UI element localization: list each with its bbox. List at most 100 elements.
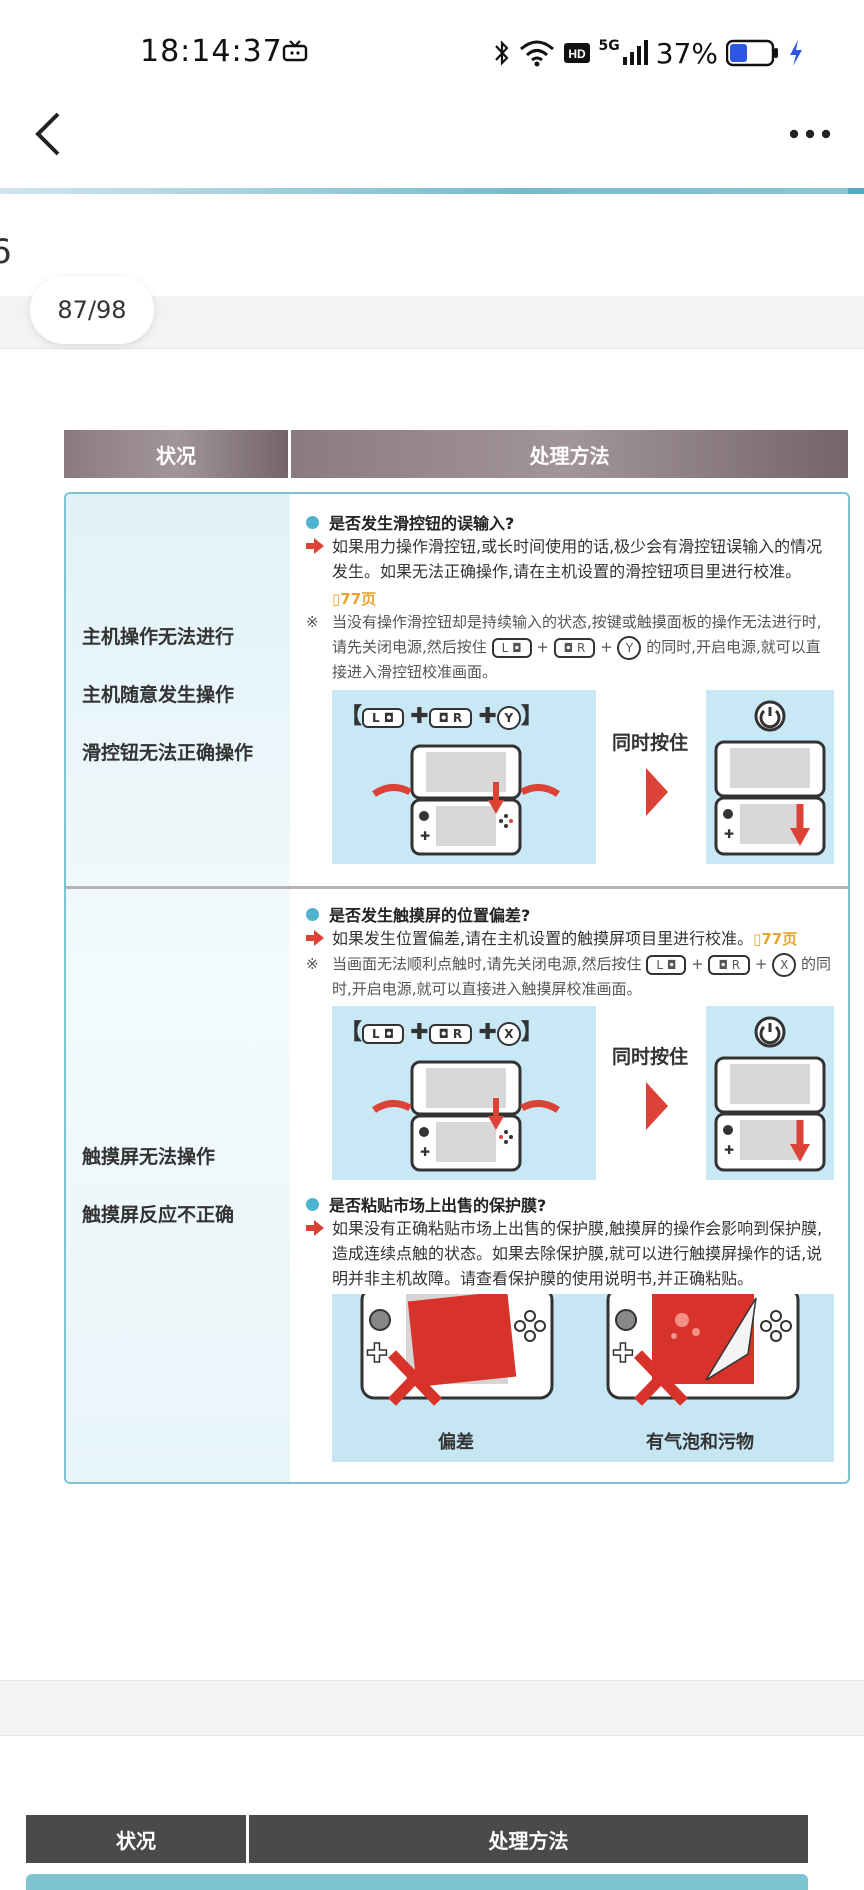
note-paragraph: ※ 当没有操作滑控钮却是持续输入的状态,按键或触摸面板的操作无法进行时,请先关闭… <box>306 610 834 685</box>
answer-text: 如果发生位置偏差,请在主机设置的触摸屏项目里进行校准。 <box>332 929 754 948</box>
console-icon: ✚ <box>372 1060 560 1172</box>
header-condition: 状况 <box>64 430 291 478</box>
answer-paragraph: 如果发生位置偏差,请在主机设置的触摸屏项目里进行校准。▯77页 <box>306 926 834 952</box>
table-header: 状况 处理方法 <box>64 430 848 478</box>
header-solution: 处理方法 <box>249 1815 808 1863</box>
condition-text: 触摸屏反应不正确 <box>82 1204 235 1226</box>
battery-icon <box>726 39 778 67</box>
y-button-icon: Y <box>496 706 521 730</box>
bullet-dot-icon <box>306 515 319 529</box>
caption-misaligned: 偏差 <box>438 1432 474 1453</box>
r-button-icon: ◘ R <box>708 954 751 975</box>
l-button-icon: L ◘ <box>491 637 532 658</box>
bubbled-film-icon: ✚ <box>606 1294 800 1406</box>
battery-percent: 37% <box>655 36 718 70</box>
svg-text:✚: ✚ <box>724 1143 734 1157</box>
red-arrow-icon <box>306 538 324 554</box>
condition-text: 触摸屏无法操作 <box>82 1146 216 1168</box>
document-page: 状况 处理方法 主机操作无法进行 主机随意发生操作 滑控钮无法正确操作 是否发生… <box>0 350 864 1680</box>
hold-label: 同时按住 <box>612 732 689 754</box>
condition-text: 主机操作无法进行 <box>82 626 235 648</box>
page-reference: ▯77页 <box>332 590 377 608</box>
tv-icon <box>282 40 308 62</box>
bluetooth-icon <box>494 40 509 66</box>
x-button-icon: X <box>772 952 797 977</box>
button-combo: 【L ◘ ✚◘ R ✚Y】 <box>340 704 543 730</box>
note-paragraph: ※ 当画面无法顺利点触时,请先关闭电源,然后按住 L ◘ + ◘ R + X 的… <box>306 952 834 1002</box>
r-button-icon: ◘ R <box>428 708 473 728</box>
wifi-icon <box>519 40 554 67</box>
answer-paragraph: 如果没有正确粘贴市场上出售的保护膜,触摸屏的操作会影响到保护膜,造成连续点触的状… <box>306 1216 834 1291</box>
svg-text:✚: ✚ <box>612 1339 634 1369</box>
note-text: 当没有操作滑控钮却是持续输入的状态,按键或触摸面板的操作无法进行时,请先关闭电源… <box>332 613 822 656</box>
r-button-icon: ◘ R <box>428 1024 473 1044</box>
console-icon: ✚ <box>372 744 560 856</box>
condition-text: 滑控钮无法正确操作 <box>82 742 254 764</box>
status-bar: 18:14:37 HD 5G 37% <box>0 0 864 110</box>
l-button-icon: L ◘ <box>362 708 404 728</box>
next-step-arrow-icon <box>646 1082 668 1130</box>
note-text: 的同时,开启电源,就可以直接进入触摸屏校准画面。 <box>332 955 831 998</box>
power-illustration: ✚ <box>706 1006 834 1180</box>
protective-film-illustration: ✚ ✚ 偏差 有气泡和污物 <box>332 1294 834 1462</box>
svg-text:✚: ✚ <box>420 829 430 843</box>
calibration-illustration: 【L ◘ ✚◘ R ✚X】 ✚ <box>332 1006 596 1180</box>
status-time: 18:14:37 <box>140 34 283 69</box>
red-arrow-icon <box>306 1220 324 1236</box>
signal-label: 5G <box>598 38 620 54</box>
question-text: 是否发生滑控钮的误输入? <box>329 514 515 533</box>
note-mark-icon: ※ <box>306 613 319 631</box>
page-gap-band <box>0 1680 864 1736</box>
back-arrow-icon[interactable] <box>28 108 68 160</box>
condition-text: 主机随意发生操作 <box>82 684 235 706</box>
power-illustration: ✚ <box>706 690 834 864</box>
edge-text: 6 <box>0 232 12 272</box>
l-button-icon: L ◘ <box>646 954 687 975</box>
next-step-arrow-icon <box>646 768 668 816</box>
table-top-border <box>26 1874 808 1890</box>
condition-column <box>66 494 290 1482</box>
header-solution: 处理方法 <box>291 430 848 478</box>
charging-icon <box>790 40 802 66</box>
misaligned-film-icon: ✚ <box>360 1294 554 1406</box>
caption-bubbles: 有气泡和污物 <box>646 1432 754 1453</box>
table-header: 状况 处理方法 <box>26 1815 808 1863</box>
r-button-icon: ◘ R <box>553 637 596 658</box>
bullet-dot-icon <box>306 1197 319 1211</box>
power-console-icon: ✚ <box>714 700 826 856</box>
x-button-icon: X <box>496 1022 521 1046</box>
power-console-icon: ✚ <box>714 1016 826 1172</box>
question-heading: 是否发生滑控钮的误输入? <box>306 510 514 534</box>
answer-text: 如果用力操作滑控钮,或长时间使用的话,极少会有滑控钮误输入的情况发生。如果无法正… <box>332 537 823 581</box>
hold-label: 同时按住 <box>612 1046 689 1068</box>
hd-icon: HD <box>563 43 590 63</box>
button-combo: 【L ◘ ✚◘ R ✚X】 <box>340 1020 543 1046</box>
svg-text:✚: ✚ <box>366 1339 388 1369</box>
svg-text:HD: HD <box>568 47 586 61</box>
y-button-icon: Y <box>617 635 642 660</box>
red-arrow-icon <box>306 930 324 946</box>
more-options-icon[interactable] <box>788 124 832 144</box>
troubleshooting-table: 主机操作无法进行 主机随意发生操作 滑控钮无法正确操作 是否发生滑控钮的误输入?… <box>64 492 850 1484</box>
note-text: 当画面无法顺利点触时,请先关闭电源,然后按住 <box>332 955 642 973</box>
question-text: 是否发生触摸屏的位置偏差? <box>329 906 531 925</box>
status-icons: HD 5G 37% <box>493 36 804 70</box>
header-condition: 状况 <box>26 1815 249 1863</box>
signal-icon <box>622 40 648 65</box>
svg-text:✚: ✚ <box>724 827 734 841</box>
row-divider <box>66 886 848 889</box>
question-heading: 是否粘贴市场上出售的保护膜? <box>306 1192 546 1216</box>
calibration-illustration: 【L ◘ ✚◘ R ✚Y】 ✚ <box>332 690 596 864</box>
note-mark-icon: ※ <box>306 955 319 973</box>
reading-progress-bar <box>0 188 864 194</box>
page-reference: ▯77页 <box>753 930 798 948</box>
bullet-dot-icon <box>306 907 319 921</box>
svg-text:✚: ✚ <box>420 1145 430 1159</box>
note-text: 的同时,开启电源,就可以直接进入滑控钮校准画面。 <box>332 638 821 681</box>
question-text: 是否粘贴市场上出售的保护膜? <box>329 1196 547 1215</box>
page-indicator[interactable]: 87/98 <box>30 276 154 344</box>
book-icon: ▯ <box>332 590 341 608</box>
answer-paragraph: 如果用力操作滑控钮,或长时间使用的话,极少会有滑控钮误输入的情况发生。如果无法正… <box>306 534 834 584</box>
answer-text: 如果没有正确粘贴市场上出售的保护膜,触摸屏的操作会影响到保护膜,造成连续点触的状… <box>332 1219 823 1288</box>
l-button-icon: L ◘ <box>362 1024 404 1044</box>
